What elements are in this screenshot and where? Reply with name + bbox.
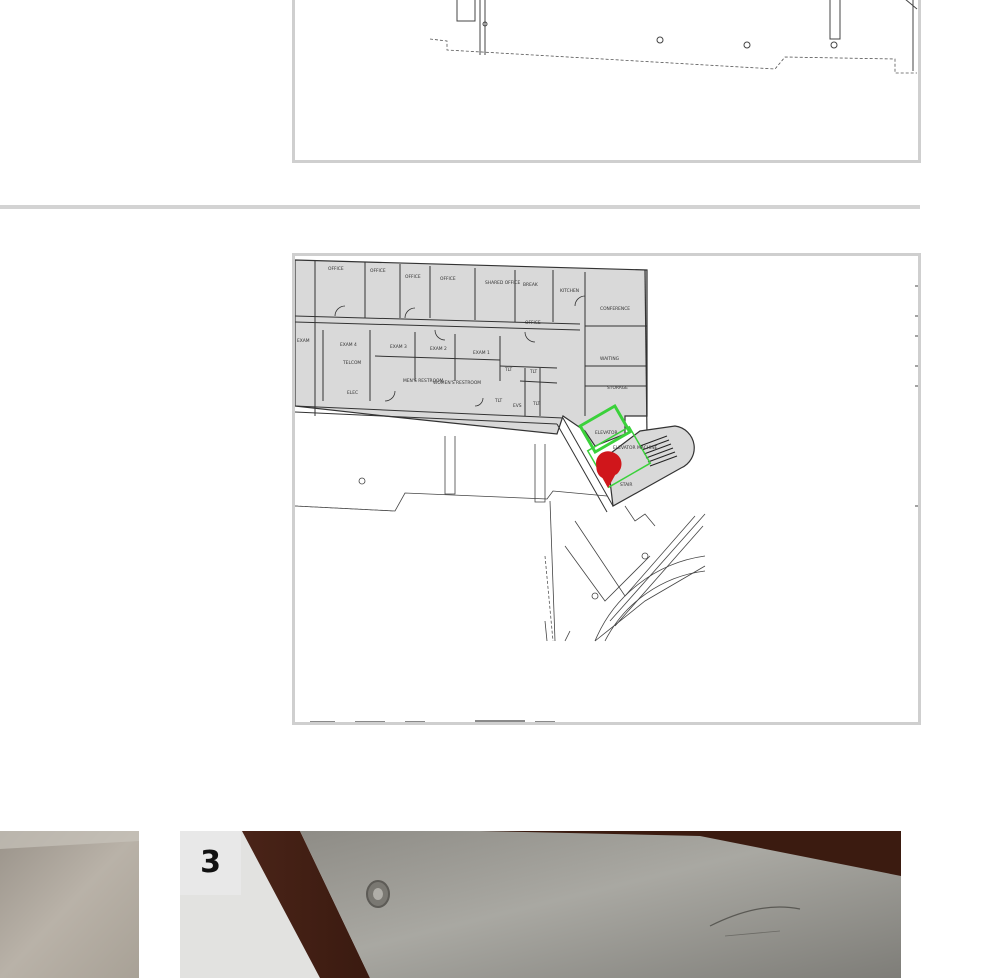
room-label-tlt-4: TLT <box>532 401 541 407</box>
room-label-elec: ELEC <box>347 390 358 396</box>
floor-plan-top-drawing <box>429 0 918 74</box>
room-label-office-1: OFFICE <box>328 266 344 272</box>
room-label-elevator: ELEVATOR <box>595 430 618 436</box>
step-number-badge: 3 <box>180 831 241 895</box>
room-label-elevator-machine: ELEVATOR MACHINE <box>613 445 658 451</box>
room-label-shared-office: SHARED OFFICE <box>485 280 521 286</box>
metal-surface-photo <box>0 831 139 978</box>
step-photo-previous[interactable] <box>0 831 139 978</box>
room-label-break: BREAK <box>523 282 538 288</box>
room-label-mens-restroom: MEN'S RESTROOM <box>403 378 443 384</box>
metal-plate-photo <box>180 831 901 978</box>
elevator-highlight <box>578 403 632 455</box>
room-label-womens-restroom: WOMEN'S RESTROOM <box>433 380 481 386</box>
room-label-waiting: WAITING <box>600 356 620 362</box>
room-label-office-2: OFFICE <box>370 268 386 274</box>
stair-treads-icon <box>639 435 678 467</box>
room-label-exam-3: EXAM 3 <box>390 344 407 350</box>
step-photo-3[interactable]: 3 <box>180 831 901 978</box>
room-label-exam-1: EXAM 1 <box>473 350 490 356</box>
room-label-stair: STAIR <box>620 482 632 488</box>
room-label-tlt-3: TLT <box>494 398 503 404</box>
floor-plan-map-top[interactable] <box>292 0 921 163</box>
room-label-exam-2: EXAM 2 <box>430 346 447 352</box>
room-label-tlt-2: TLT <box>529 369 538 375</box>
room-label-tlt-1: TLT <box>504 367 513 373</box>
room-label-telecom: TELCOM <box>342 360 361 366</box>
room-label-office-5: OFFICE <box>525 320 541 326</box>
room-label-conference: CONFERENCE <box>600 306 630 312</box>
room-label-evs: EVS <box>513 403 522 409</box>
floor-plan-map[interactable]: OFFICE OFFICE OFFICE OFFICE SHARED OFFIC… <box>292 253 921 725</box>
room-label-exam-partial: EXAM <box>297 338 310 344</box>
floor-plan-drawing: OFFICE OFFICE OFFICE OFFICE SHARED OFFIC… <box>295 259 918 722</box>
room-label-kitchen: KITCHEN <box>560 288 579 294</box>
room-label-office-4: OFFICE <box>440 276 456 282</box>
room-label-exam-4: EXAM 4 <box>340 342 357 348</box>
section-divider <box>0 205 920 209</box>
room-label-office-3: OFFICE <box>405 274 421 280</box>
room-label-storage: STORAGE <box>607 385 628 391</box>
